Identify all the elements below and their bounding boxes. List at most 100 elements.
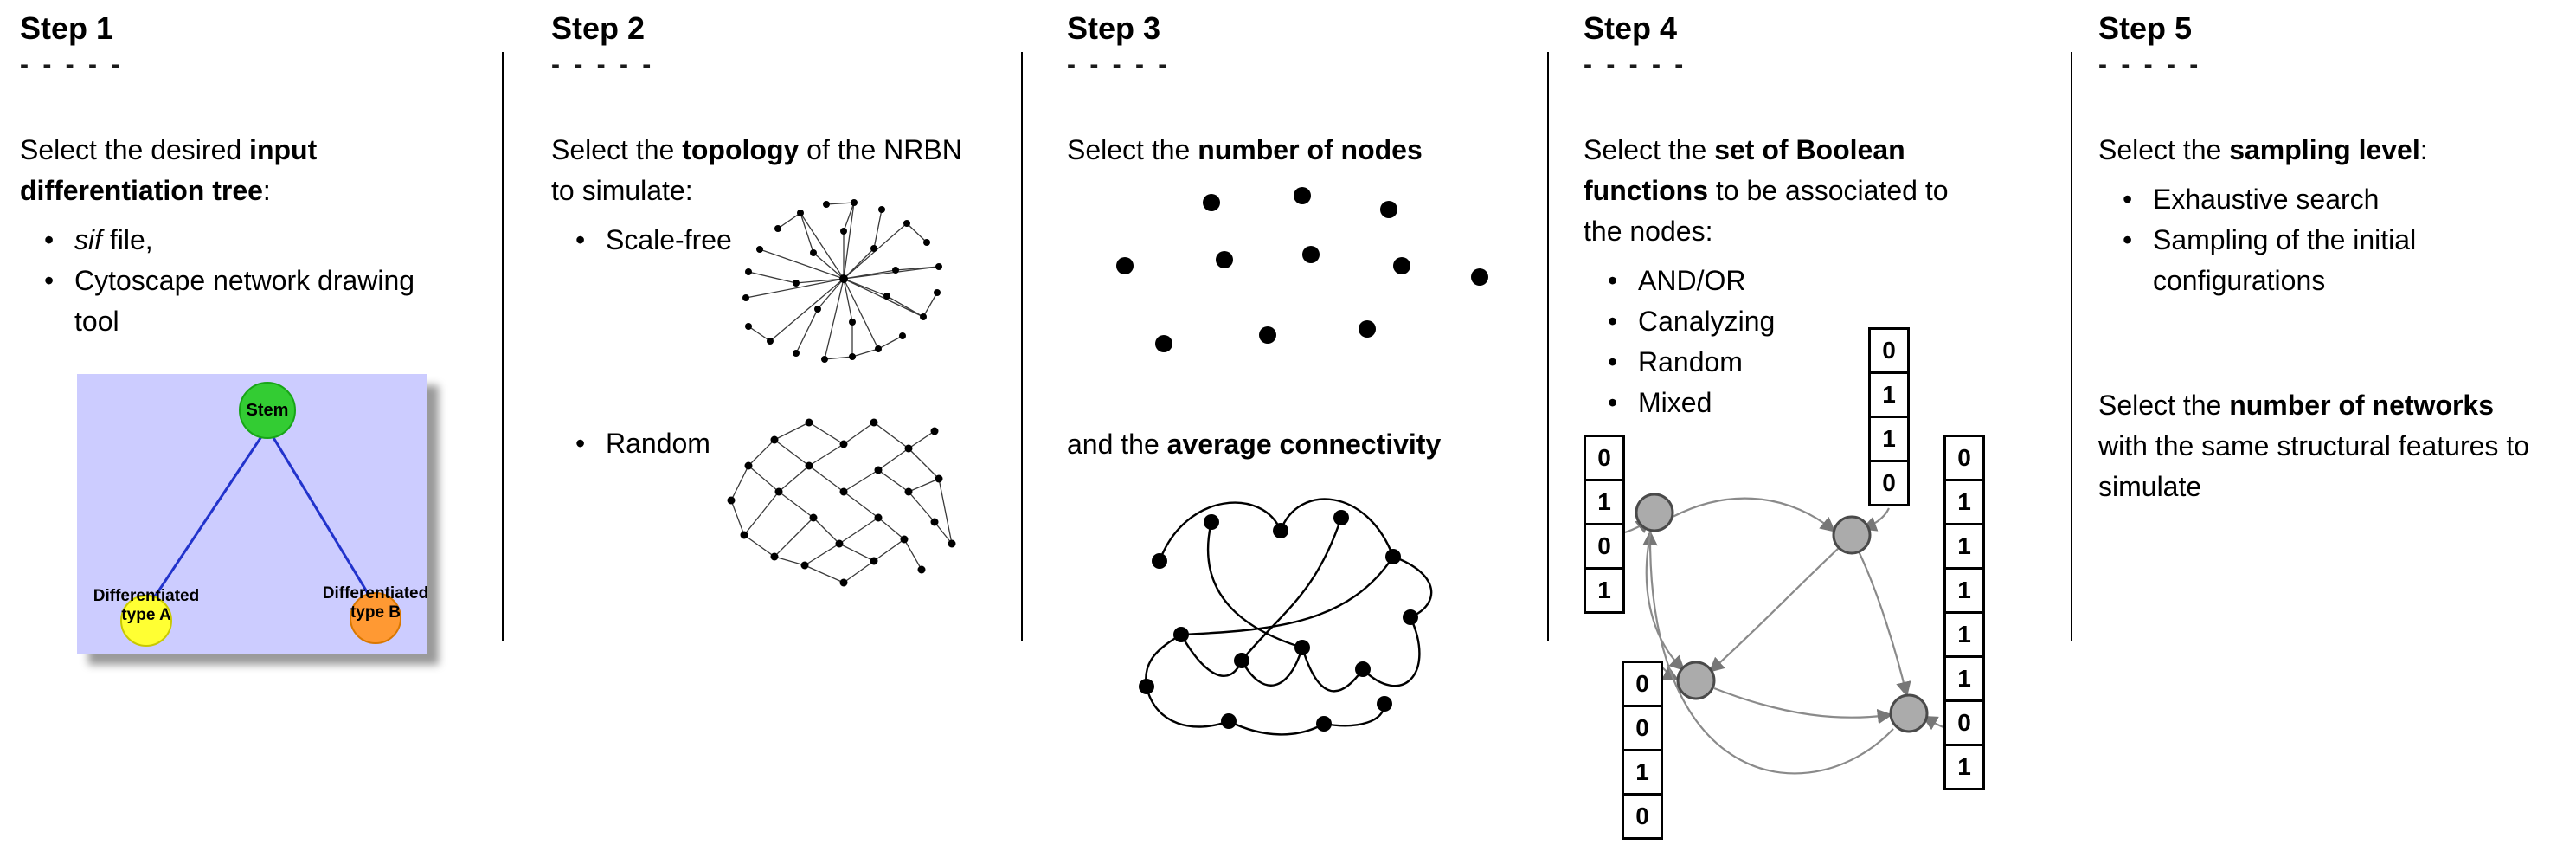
- column-divider-2: [1021, 52, 1023, 641]
- step-5-column: Step 5 - - - - - Select the sampling lev…: [2098, 0, 2570, 851]
- column-divider-3: [1547, 52, 1549, 641]
- step-3-text: Select the number of nodes: [1067, 130, 1534, 171]
- truth-table-cell: 0: [1584, 435, 1625, 481]
- step-5-text: Select the sampling level: Exhaustive se…: [2098, 130, 2570, 301]
- truth-table-cell: 1: [1622, 749, 1663, 796]
- step-1-text: Select the desired input differentiation…: [20, 130, 453, 342]
- boolean-node-3: [1676, 661, 1716, 700]
- bullet-mixed: Mixed: [1584, 383, 1990, 423]
- truth-table-cell: 1: [1943, 655, 1985, 702]
- step-1-column: Step 1 - - - - - Select the desired inpu…: [20, 0, 453, 851]
- truth-table-cell: 1: [1943, 479, 1985, 525]
- step-3-instruction-2-bold: average connectivity: [1166, 429, 1442, 460]
- sampling-initial-label: Sampling of the initial configurations: [2153, 224, 2417, 296]
- arrow-right-table-to-node4: [1922, 715, 1944, 731]
- bullet-sampling-initial: Sampling of the initial configurations: [2098, 220, 2570, 301]
- step-5-dashes: - - - - -: [2098, 50, 2202, 79]
- step-5-instruction: Select the sampling level:: [2098, 130, 2570, 171]
- boolean-node-2: [1832, 515, 1872, 555]
- step-5-instruction-2-post: with the same structural features to sim…: [2098, 430, 2529, 502]
- step-4-column: Step 4 - - - - - Select the set of Boole…: [1584, 0, 1990, 851]
- step-2-column: Step 2 - - - - - Select the topology of …: [551, 0, 967, 851]
- bullet-exhaustive-search: Exhaustive search: [2098, 179, 2570, 220]
- arrow-node4-node1: [1642, 530, 1894, 775]
- arrow-node2-node4: [1858, 551, 1911, 698]
- step-2-instruction: Select the topology of the NRBN to simul…: [551, 130, 967, 211]
- mixed-label: Mixed: [1638, 387, 1712, 418]
- truth-table-right: 0 1 1 1 1 1 0 1: [1943, 435, 1985, 790]
- step-3-title: Step 3: [1067, 10, 1161, 46]
- step-5-instruction-2-bold: number of networks: [2229, 390, 2495, 421]
- random-network-graphic: [727, 418, 956, 587]
- step-3-instruction-bold: number of nodes: [1198, 134, 1423, 165]
- arrow-node1-node2: [1672, 497, 1836, 532]
- step-5-instruction-2-pre: Select the: [2098, 390, 2230, 421]
- arrow-node2-node3: [1708, 546, 1840, 673]
- column-divider-4: [2071, 52, 2072, 641]
- step-1-options: sif file, Cytoscape network drawing tool: [20, 220, 453, 342]
- exhaustive-search-label: Exhaustive search: [2153, 184, 2380, 215]
- step-4-dashes: - - - - -: [1584, 50, 1687, 79]
- type-a-label: Differentiated type A: [93, 587, 200, 624]
- sif-rest: file,: [102, 224, 153, 255]
- step-4-text: Select the set of Boolean functions to b…: [1584, 130, 1990, 423]
- step-2-text: Select the topology of the NRBN to simul…: [551, 130, 967, 464]
- bullet-sif-file: sif file,: [20, 220, 453, 261]
- step-4-instruction: Select the set of Boolean functions to b…: [1584, 130, 1990, 252]
- truth-table-cell: 0: [1943, 435, 1985, 481]
- step-4-instruction-post: to be associated to the nodes:: [1584, 175, 1949, 247]
- scale-free-network-graphic: [742, 199, 942, 363]
- nodes-scatter-graphic: [1116, 187, 1488, 352]
- step-5-instruction-pre: Select the: [2098, 134, 2230, 165]
- arrow-node3-node4: [1713, 687, 1893, 725]
- truth-table-bottom: 0 0 1 0: [1622, 661, 1663, 840]
- step-5-instruction-post: :: [2419, 134, 2428, 165]
- bullet-scale-free: Scale-free: [551, 220, 967, 261]
- truth-table-cell: 1: [1943, 523, 1985, 570]
- step-5-options: Exhaustive search Sampling of the initia…: [2098, 179, 2570, 301]
- arrow-node1-node3: [1645, 530, 1686, 672]
- step-1-title: Step 1: [20, 10, 114, 46]
- bullet-random-functions: Random: [1584, 342, 1990, 383]
- step-2-instruction-bold: topology: [682, 134, 800, 165]
- truth-table-cell: 1: [1943, 744, 1985, 790]
- type-b-label: Differentiated type B: [322, 584, 429, 622]
- boolean-network-graphic: [1624, 493, 1944, 775]
- step-1-instruction-bold: input differentiation tree: [20, 134, 318, 206]
- truth-table-cell: 0: [1868, 460, 1910, 506]
- truth-table-cell: 0: [1622, 661, 1663, 707]
- truth-table-left: 0 1 0 1: [1584, 435, 1625, 614]
- truth-table-cell: 0: [1622, 705, 1663, 751]
- step-3-column: Step 3 - - - - - Select the number of no…: [1067, 0, 1534, 851]
- step-3-instruction-pre: Select the: [1067, 134, 1198, 165]
- step-2-options: Scale-free Random: [551, 220, 967, 464]
- step-4-instruction-pre: Select the: [1584, 134, 1715, 165]
- canalyzing-label: Canalyzing: [1638, 306, 1776, 337]
- and-or-label: AND/OR: [1638, 265, 1746, 296]
- step-2-instruction-pre: Select the: [551, 134, 683, 165]
- stem-node-label: Stem: [246, 400, 289, 420]
- step-3-dashes: - - - - -: [1067, 50, 1171, 79]
- bullet-and-or: AND/OR: [1584, 261, 1990, 301]
- step-4-options: AND/OR Canalyzing Random Mixed: [1584, 261, 1990, 423]
- bullet-random: Random: [551, 423, 967, 464]
- step-1-instruction-pre: Select the desired: [20, 134, 250, 165]
- truth-table-cell: 0: [1943, 699, 1985, 746]
- tree-edge-right: [266, 427, 377, 607]
- column-divider-1: [502, 52, 504, 641]
- connectivity-network-graphic: [1139, 498, 1433, 736]
- boolean-node-1: [1635, 493, 1674, 532]
- stem-node: Stem: [239, 382, 296, 439]
- random-label: Random: [606, 428, 710, 459]
- boolean-node-4: [1889, 693, 1929, 733]
- step-5-title: Step 5: [2098, 10, 2193, 46]
- truth-table-cell: 1: [1584, 567, 1625, 614]
- random-functions-label: Random: [1638, 346, 1743, 377]
- step-5-instruction-2: Select the number of networks with the s…: [2098, 385, 2535, 507]
- step-4-title: Step 4: [1584, 10, 1678, 46]
- cytoscape-label: Cytoscape network drawing tool: [74, 265, 415, 337]
- differentiated-type-b-node: [350, 592, 401, 644]
- truth-table-cell: 1: [1868, 416, 1910, 462]
- step-3-instruction-2-pre: and the: [1067, 429, 1167, 460]
